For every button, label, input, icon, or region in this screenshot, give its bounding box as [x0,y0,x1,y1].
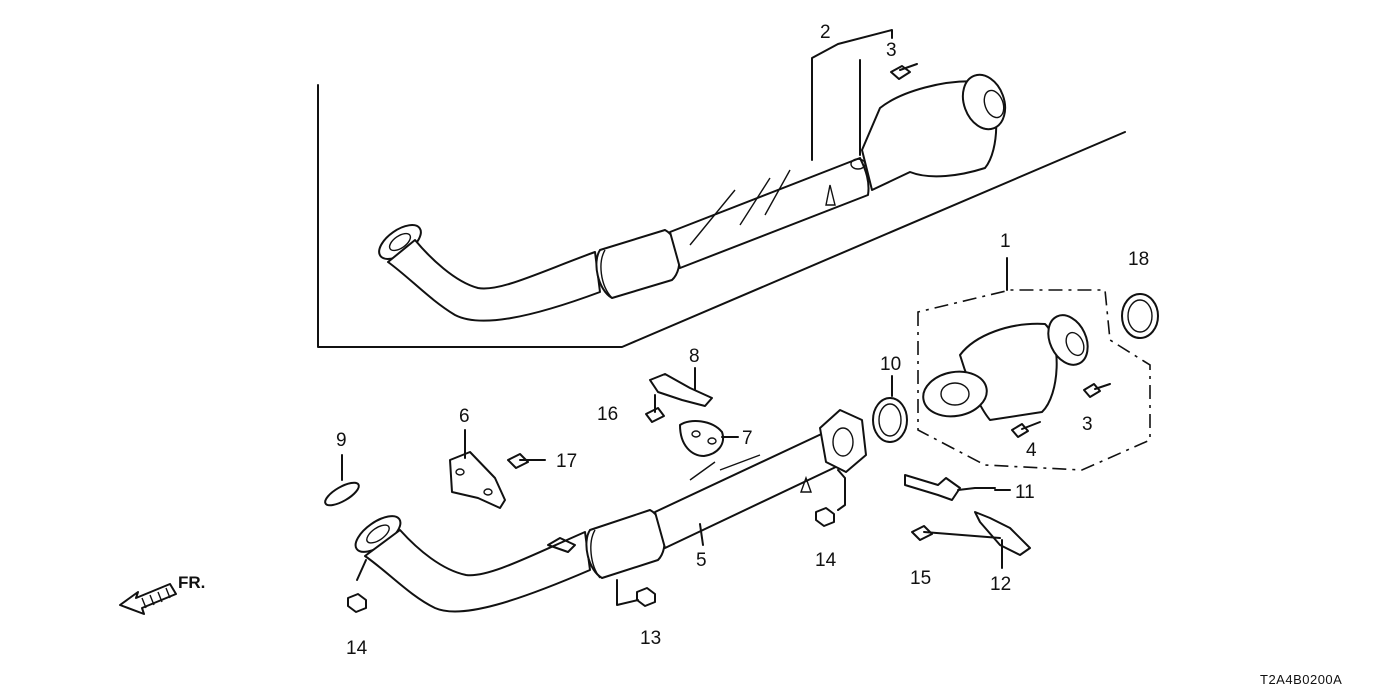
front-direction-label: FR. [178,573,205,592]
callout-8: 8 [689,346,700,367]
callout-17: 17 [556,451,577,472]
bracket-8 [649,373,713,407]
callout-3-upper: 3 [886,40,897,61]
nut-14-left [347,593,367,613]
lower-pipe-outlet-flange [819,409,867,473]
diagram-code: T2A4B0200A [1260,672,1342,687]
upper-bent-pipe [387,239,601,322]
callout-labels: 1 2 3 3 4 5 6 7 8 9 10 11 12 13 14 14 15… [336,22,1149,659]
callout-6: 6 [459,406,470,427]
small-parts [324,293,1159,613]
callout-11: 11 [1015,482,1035,503]
upper-resonator [595,229,681,299]
callout-7: 7 [742,428,753,449]
callout-2: 2 [820,22,831,43]
callout-9: 9 [336,430,347,451]
upper-group-frame [317,84,1126,348]
part-1-inlet-flange [922,370,988,418]
callout-1: 1 [1000,231,1011,252]
callout-14-right: 14 [815,550,837,571]
callout-18: 18 [1128,249,1149,270]
bracket-12 [974,511,1031,556]
lower-bent-pipe [364,529,591,613]
callout-10: 10 [880,354,901,375]
callout-5: 5 [696,550,707,571]
callout-4: 4 [1026,440,1037,461]
callout-12: 12 [990,574,1011,595]
bracket-6 [449,451,506,509]
front-direction-arrow-icon: FR. [119,573,205,615]
callout-16: 16 [597,404,618,425]
nut-14-right [815,507,835,527]
upper-assembly-group [317,29,1126,348]
nut-13 [636,587,656,607]
oxygen-sensor-11 [904,474,961,501]
callout-14-left: 14 [346,638,368,659]
catalytic-converter-group-1 [917,257,1151,471]
hanger-rubber-7 [679,419,724,457]
lower-exhaust-pipe-5 [354,409,867,613]
lower-resonator [585,509,666,579]
part-1-group-frame [917,289,1151,471]
callout-13: 13 [640,628,661,649]
callout-3-lower: 3 [1082,414,1093,435]
callout-15: 15 [910,568,931,589]
part-1-outlet-flange [1047,314,1089,366]
upper-mid-pipe [669,157,870,269]
gasket-9 [324,481,360,507]
